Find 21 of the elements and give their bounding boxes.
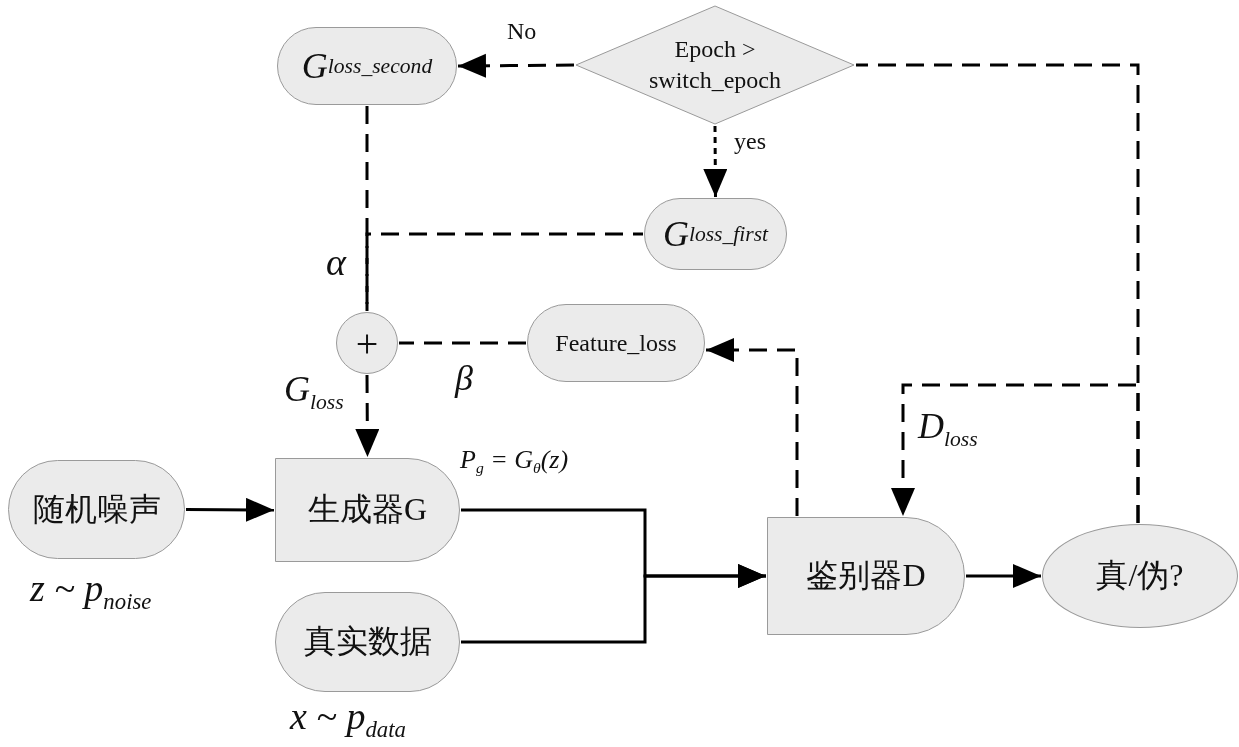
ellipse-node: 真/伪? [1042, 524, 1238, 628]
arrow [355, 375, 380, 457]
arrow [458, 53, 574, 78]
node-label: Epoch > switch_epoch [648, 34, 782, 95]
arrow [891, 383, 1140, 523]
arrow [461, 564, 766, 644]
arrow [706, 338, 799, 516]
rounded-box: 随机噪声 [8, 460, 185, 559]
arrow [966, 564, 1041, 588]
process-box: 鉴别器D [767, 517, 965, 635]
arrow [186, 497, 274, 522]
arrow [703, 126, 728, 197]
formula-label: x ~ p$_{data}$ [290, 696, 406, 738]
process-box: 生成器G [275, 458, 460, 562]
formula-label: z ~ p$_{noise}$ [30, 568, 152, 610]
connector-line [399, 341, 526, 345]
connector-line [365, 106, 369, 311]
rounded-box: Feature_loss [527, 304, 705, 382]
rounded-box: 真实数据 [275, 592, 460, 692]
weight-label: α [326, 240, 346, 284]
sum-circle: + [336, 312, 398, 374]
